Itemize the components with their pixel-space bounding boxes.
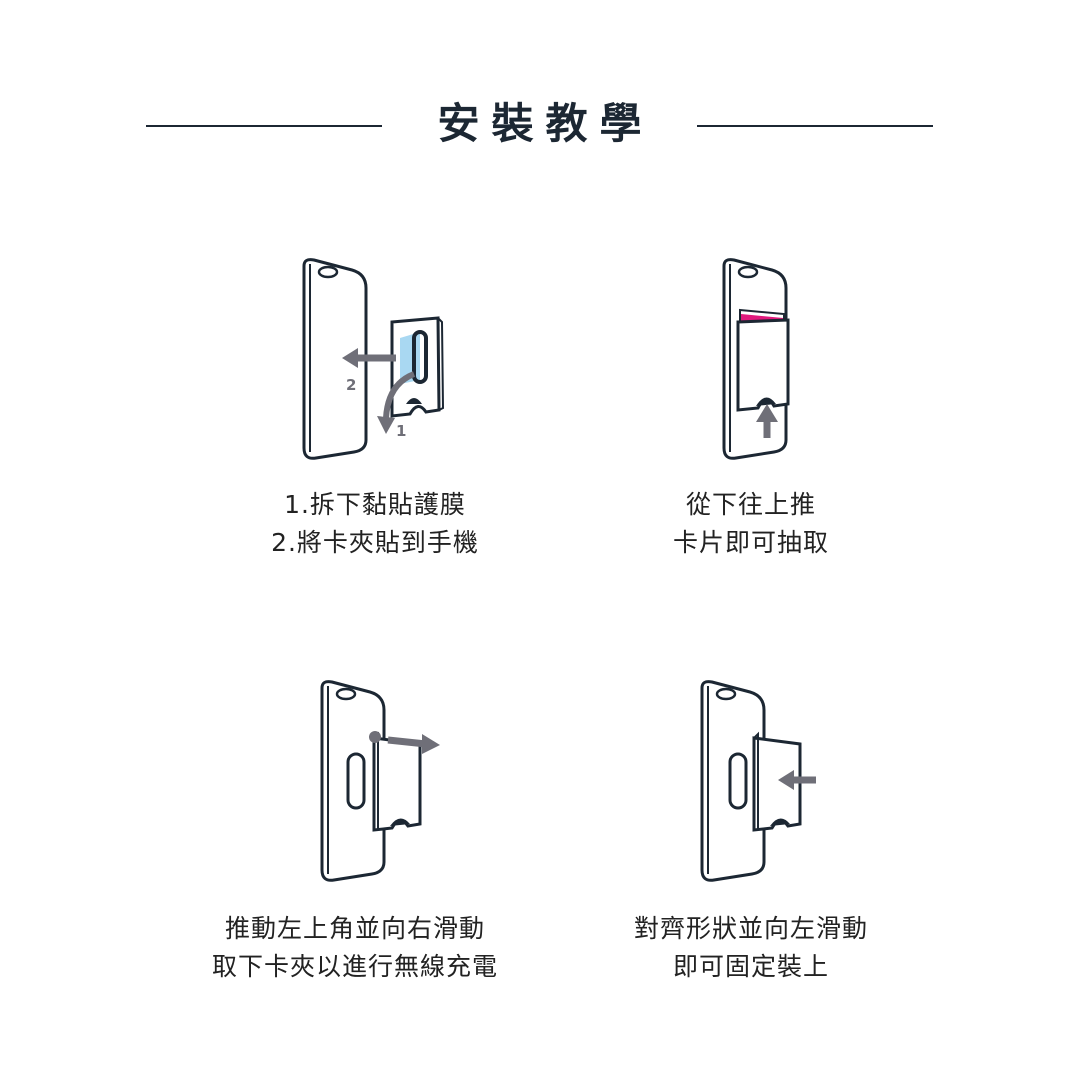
step-1-line-2: 2.將卡夾貼到手機 [271,528,479,557]
step-4-caption: 對齊形狀並向左滑動 即可固定裝上 [596,910,906,986]
camera-icon [335,687,357,701]
phone-outline [302,258,368,460]
step-1-caption: 1.拆下黏貼護膜 2.將卡夾貼到手機 [220,486,530,562]
header: 安裝教學 [0,92,1080,156]
arrow-right-icon [387,736,427,748]
step-3-line-1: 推動左上角並向右滑動 [224,914,485,943]
step-4-line-1: 對齊形狀並向左滑動 [633,914,868,943]
marker-2: 2 [346,376,356,394]
step-1-illustration: 2 1 [296,252,456,462]
camera-icon [737,265,759,279]
curved-arrow-icon [383,371,416,419]
step-2-caption: 從下往上推 卡片即可抽取 [596,486,906,562]
wireless-slot-icon [728,752,748,810]
marker-1: 1 [396,422,406,440]
step-2-illustration [716,252,806,462]
step-3-line-2: 取下卡夾以進行無線充電 [211,952,498,981]
page-title: 安裝教學 [437,99,654,148]
step-2-line-1: 從下往上推 [685,490,816,519]
step-4-illustration [694,674,834,884]
camera-icon [317,265,339,279]
title-rule-left [146,125,382,127]
title-rule-right [697,125,933,127]
corner-dot-icon [369,731,381,743]
step-1-line-1: 1.拆下黏貼護膜 [284,490,466,519]
camera-icon [715,687,737,701]
card-holder-outline [372,736,422,832]
step-2-line-2: 卡片即可抽取 [672,528,829,557]
wireless-slot-icon [346,752,366,810]
step-3-illustration [314,674,454,884]
step-4-line-2: 即可固定裝上 [672,952,829,981]
card-holder-outline [736,318,790,412]
step-3-caption: 推動左上角並向右滑動 取下卡夾以進行無線充電 [180,910,530,986]
